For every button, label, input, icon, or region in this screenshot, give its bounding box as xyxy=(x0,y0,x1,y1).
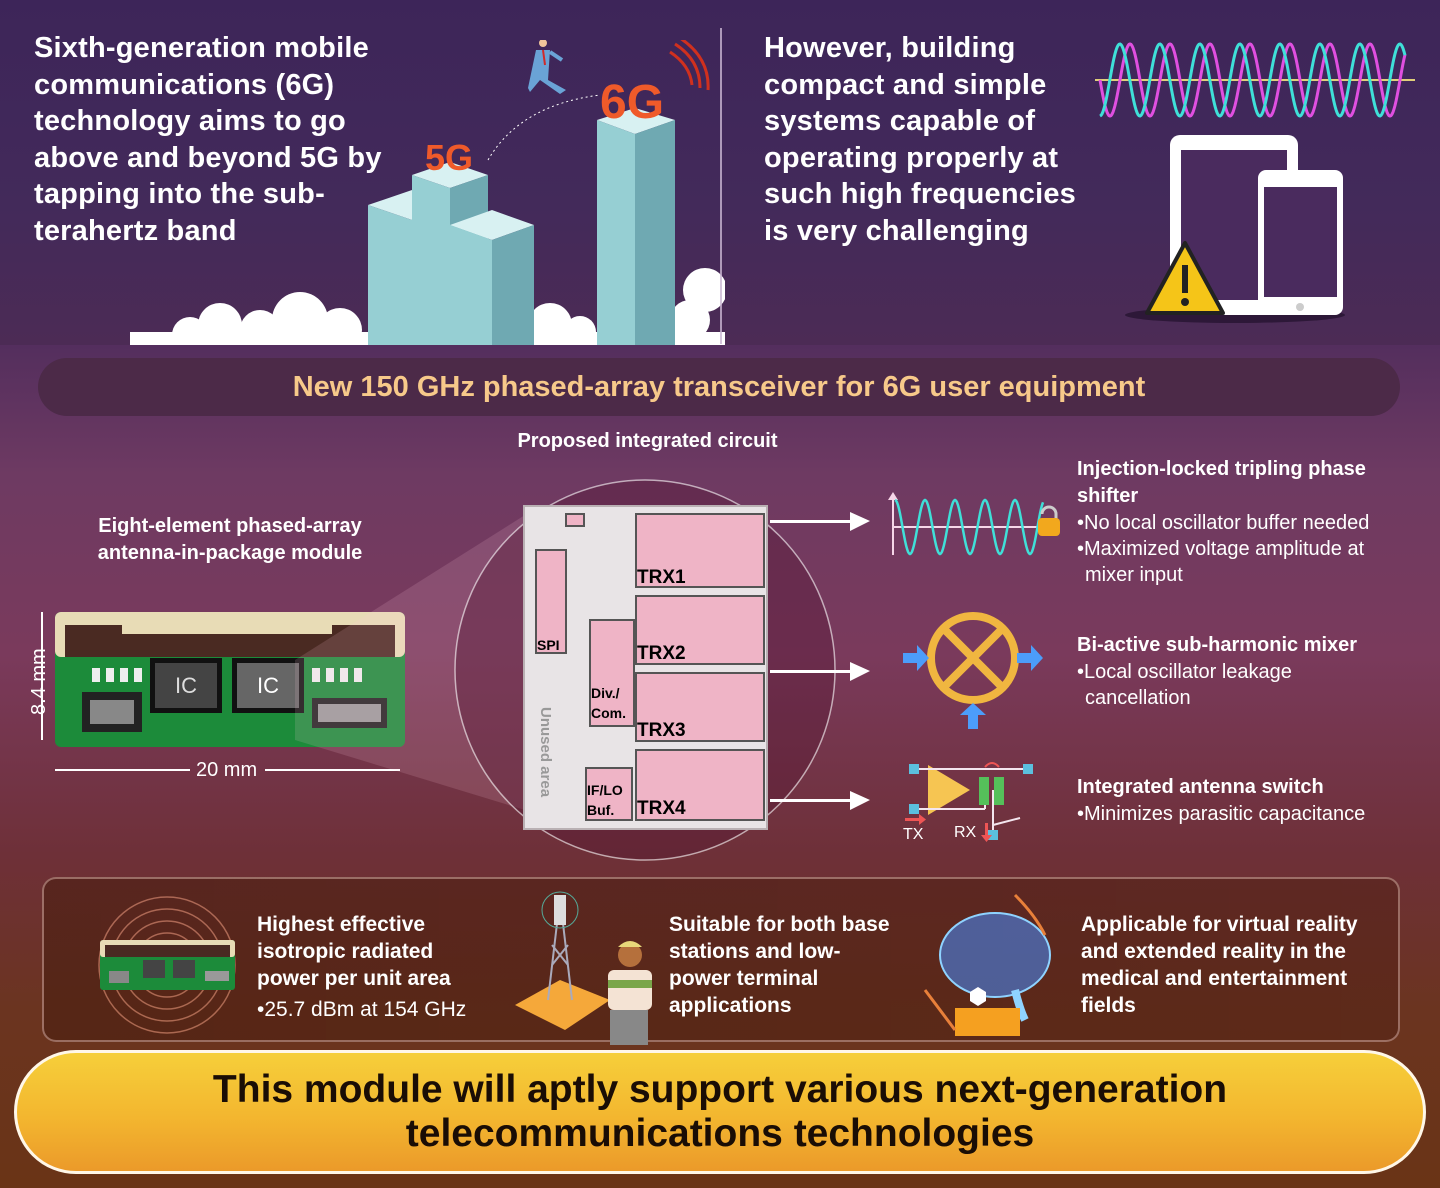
feature-bullet: mixer input xyxy=(1085,564,1183,586)
label-trx1: TRX1 xyxy=(637,567,686,588)
label-unused-area: Unused area xyxy=(537,707,554,798)
intro-text: Sixth-generation mobile communications (… xyxy=(34,32,382,247)
mixer-arrows xyxy=(903,645,1043,729)
benefit-text: Highest effective isotropic radiated pow… xyxy=(257,913,451,990)
ic-chip-2 xyxy=(237,663,299,708)
tower-and-user-icon xyxy=(515,891,652,1045)
block-div-com xyxy=(589,619,635,727)
mixer-icon xyxy=(903,612,1043,729)
benefit-bullet: •25.7 dBm at 154 GHz xyxy=(257,998,467,1021)
antenna-switch-icon: TX RX xyxy=(903,762,1033,843)
label-trx2: TRX2 xyxy=(637,643,686,664)
brain-xr-icon xyxy=(923,893,1051,1036)
benefits-box xyxy=(42,877,1400,1042)
block-trx2 xyxy=(635,595,765,665)
block-trx4 xyxy=(635,749,765,821)
module-section-label: Eight-element phased-array antenna-in-pa… xyxy=(97,515,363,564)
feature-mixer: Bi-active sub-harmonic mixer •Local osci… xyxy=(1077,632,1422,711)
conclusion-text: This module will aptly support various n… xyxy=(212,1068,1228,1155)
phase-shifter-wave-icon xyxy=(888,492,1060,556)
label-spi: SPI xyxy=(537,637,560,653)
rx-label: RX xyxy=(954,824,977,841)
jump-path xyxy=(487,94,601,161)
block-small xyxy=(565,513,585,527)
tower-5g-right xyxy=(450,210,534,345)
feature-bullet: cancellation xyxy=(1085,687,1191,709)
label-if-lo: IF/LO xyxy=(587,782,623,798)
height-dimension: 8.4 mm xyxy=(28,648,50,715)
antenna-module-illustration: IC IC xyxy=(41,612,405,771)
block-trx3 xyxy=(635,672,765,742)
jumping-businessman-icon xyxy=(528,40,566,94)
feature-arrows xyxy=(770,512,870,810)
amplifier-icon xyxy=(928,765,970,815)
block-spi xyxy=(535,549,567,654)
title-banner: New 150 GHz phased-array transceiver for… xyxy=(38,358,1400,416)
label-buf: Buf. xyxy=(587,802,615,818)
wave-cyan xyxy=(1099,42,1407,118)
width-dimension: 20 mm xyxy=(196,759,258,781)
block-trx1 xyxy=(635,513,765,588)
benefit-eirp: Highest effective isotropic radiated pow… xyxy=(257,911,497,1022)
rf-waves-illustration xyxy=(1095,42,1415,118)
ic-die: TRX1 TRX2 TRX3 TRX4 SPI Div./ Com. IF/LO… xyxy=(523,505,768,830)
feature-title: Injection-locked tripling phase shifter xyxy=(1077,458,1366,507)
label-6g: 6G xyxy=(600,76,664,129)
ic-label-2: IC xyxy=(257,673,279,698)
lock-icon xyxy=(1038,505,1060,536)
radiating-module-icon xyxy=(98,896,236,1034)
benefit-vr-xr: Applicable for virtual reality and exten… xyxy=(1081,913,1358,1017)
label-5g: 5G xyxy=(425,137,473,178)
feature-bullet: •Maximized voltage amplitude at xyxy=(1077,538,1365,560)
feature-title: Bi-active sub-harmonic mixer xyxy=(1077,634,1358,656)
label-trx4: TRX4 xyxy=(637,798,686,819)
feature-bullet: •Minimizes parasitic capacitance xyxy=(1077,803,1366,825)
feature-bullet: •No local oscillator buffer needed xyxy=(1077,512,1370,534)
devices-warning-illustration xyxy=(1125,135,1345,323)
label-trx3: TRX3 xyxy=(637,720,686,741)
dna-icon xyxy=(1013,893,1047,936)
feature-phase-shifter: Injection-locked tripling phase shifter … xyxy=(1077,456,1422,588)
tx-label: TX xyxy=(903,826,924,843)
wave-magenta xyxy=(1098,42,1407,118)
feature-title: Integrated antenna switch xyxy=(1077,776,1324,798)
feature-bullet: •Local oscillator leakage xyxy=(1077,661,1292,683)
label-com: Com. xyxy=(591,705,626,721)
label-div: Div./ xyxy=(591,685,620,701)
tower-6g xyxy=(597,108,675,345)
conclusion-banner: This module will aptly support various n… xyxy=(14,1050,1426,1174)
block-if-lo-buf xyxy=(585,767,633,821)
signal-arcs-icon xyxy=(669,40,710,91)
ic-chip-1 xyxy=(155,663,217,708)
vertical-divider xyxy=(720,28,722,344)
warning-icon xyxy=(1145,241,1225,315)
main-title: New 150 GHz phased-array transceiver for… xyxy=(292,370,1146,403)
challenge-text: However, building compact and simple sys… xyxy=(764,32,1076,247)
feature-antenna-switch: Integrated antenna switch •Minimizes par… xyxy=(1077,774,1422,827)
5g-6g-towers-illustration: 5G 6G xyxy=(130,40,725,345)
ic-label-1: IC xyxy=(175,673,197,698)
benefit-base-stations: Suitable for both base stations and low-… xyxy=(669,913,890,1017)
chip-section-label: Proposed integrated circuit xyxy=(517,430,778,452)
